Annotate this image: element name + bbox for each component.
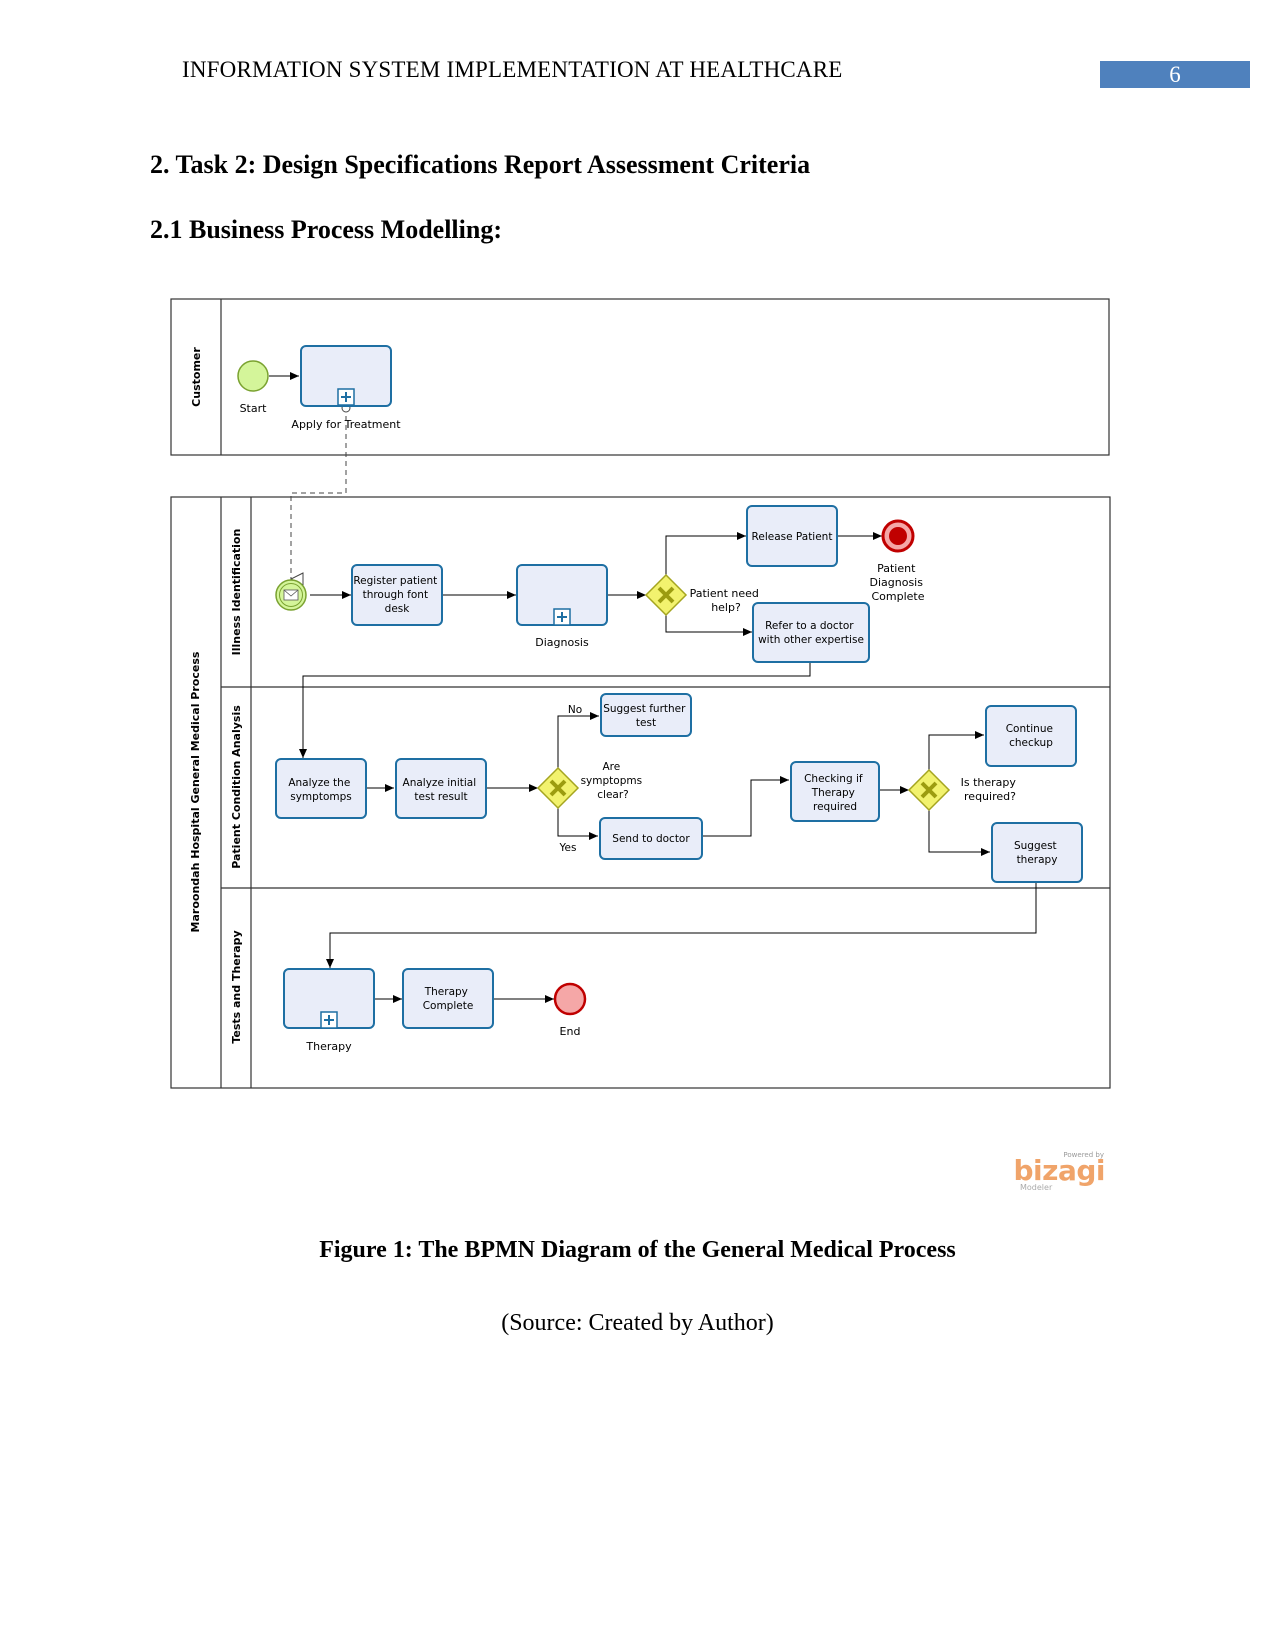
svg-text:Register patient through: Register patient through font desk [353,575,440,615]
customer-pool-label: Customer [190,347,203,407]
lane-therapy-label: Tests and Therapy [230,930,243,1043]
svg-text:Powered by: Powered by [1063,1151,1104,1159]
start-event-label: Start [240,402,268,415]
task-continue-checkup: Continue checkup [985,705,1077,767]
diagnosis-complete-label: Patient Diagnosis Complete [870,562,927,603]
flow-gateway-suggest-therapy [928,810,990,856]
gateway-symptoms-label: Are symptopms clear? [581,761,646,801]
svg-text:Refer to a doctor with o: Refer to a doctor with other expertise [758,620,864,646]
figure-caption: Figure 1: The BPMN Diagram of the Genera… [319,1237,956,1263]
diagnosis-complete-end-event [881,519,915,553]
task-send-to-doctor: Send to doctor [599,817,703,860]
message-start-event [275,579,307,611]
flow-label-no: No [568,704,582,716]
task-therapy [283,968,375,1029]
task-diagnosis [516,564,608,626]
start-event [237,360,269,392]
task-suggest-therapy: Suggest therapy [991,822,1083,883]
flow-gateway-continue [928,731,984,770]
task-register-patient: Register patient through font desk [351,564,443,626]
task-therapy-complete: Therapy Complete [402,968,494,1029]
task-release-patient: Release Patient [746,505,838,567]
task-heading: 2. Task 2: Design Specifications Report … [150,150,811,179]
svg-text:Therapy Complete: Therapy Complete [423,986,474,1012]
envelope-icon [283,589,299,601]
task-analyze-symptoms: Analyze the symptomps [275,758,367,819]
flow-refer-analyze [299,662,811,758]
gateway-help-label: Patient need help? [690,587,763,614]
flow-gateway-refer [665,615,752,636]
therapy-label: Therapy [305,1040,352,1053]
svg-text:Release Patient: Release Patient [752,531,833,543]
flow-label-yes: Yes [559,842,577,854]
flow-send-checking [702,776,789,837]
svg-text:Analyze initial test res: Analyze initial test result [403,777,480,803]
gateway-symptoms-clear [536,766,580,810]
lane-illness-label: Illness Identification [230,529,243,656]
svg-text:Send to doctor: Send to doctor [612,833,690,845]
task-refer-doctor: Refer to a doctor with other expertise [752,602,870,663]
flow-gateway-release [665,532,746,575]
svg-text:Checking if Therapy: Checking if Therapy required [804,773,866,813]
section-heading: 2.1 Business Process Modelling: [150,215,502,244]
flow-suggest-therapy [326,882,1037,968]
end-event-label: End [560,1025,581,1038]
svg-text:Continue checkup: Continue checkup [1006,723,1057,749]
gateway-patient-need-help [644,573,688,617]
hospital-pool-label: Maroondah Hospital General Medical Proce… [189,651,202,932]
gateway-therapy-label: Is therapy required? [961,776,1020,803]
task-apply-for-treatment [300,345,392,407]
flow-yes-send [557,808,598,840]
running-head: INFORMATION SYSTEM IMPLEMENTATION AT HEA… [182,57,843,82]
svg-text:Suggest therapy: Suggest therapy [1014,840,1060,866]
lane-condition-label: Patient Condition Analysis [230,705,243,869]
svg-text:Modeler: Modeler [1020,1183,1053,1192]
svg-text:Analyze the symptomps: Analyze the symptomps [288,777,353,803]
apply-for-treatment-label: Apply for Treatment [291,418,401,431]
task-checking-therapy: Checking if Therapy required [790,761,880,822]
bizagi-logo: Powered by bizagi Modeler [1014,1151,1106,1192]
diagnosis-label: Diagnosis [535,636,589,649]
task-suggest-further-test: Suggest further test [600,693,692,737]
sequence-flows [269,372,1037,1003]
svg-text:bizagi: bizagi [1014,1154,1105,1187]
svg-text:Suggest further test: Suggest further test [603,703,689,729]
end-event [553,982,587,1016]
message-flow [291,407,347,579]
page-number: 6 [1100,61,1250,88]
flow-no-suggest-test [557,712,599,768]
figure-source: (Source: Created by Author) [501,1310,774,1336]
task-analyze-initial: Analyze initial test result [395,758,487,819]
gateway-therapy-required [907,768,951,812]
